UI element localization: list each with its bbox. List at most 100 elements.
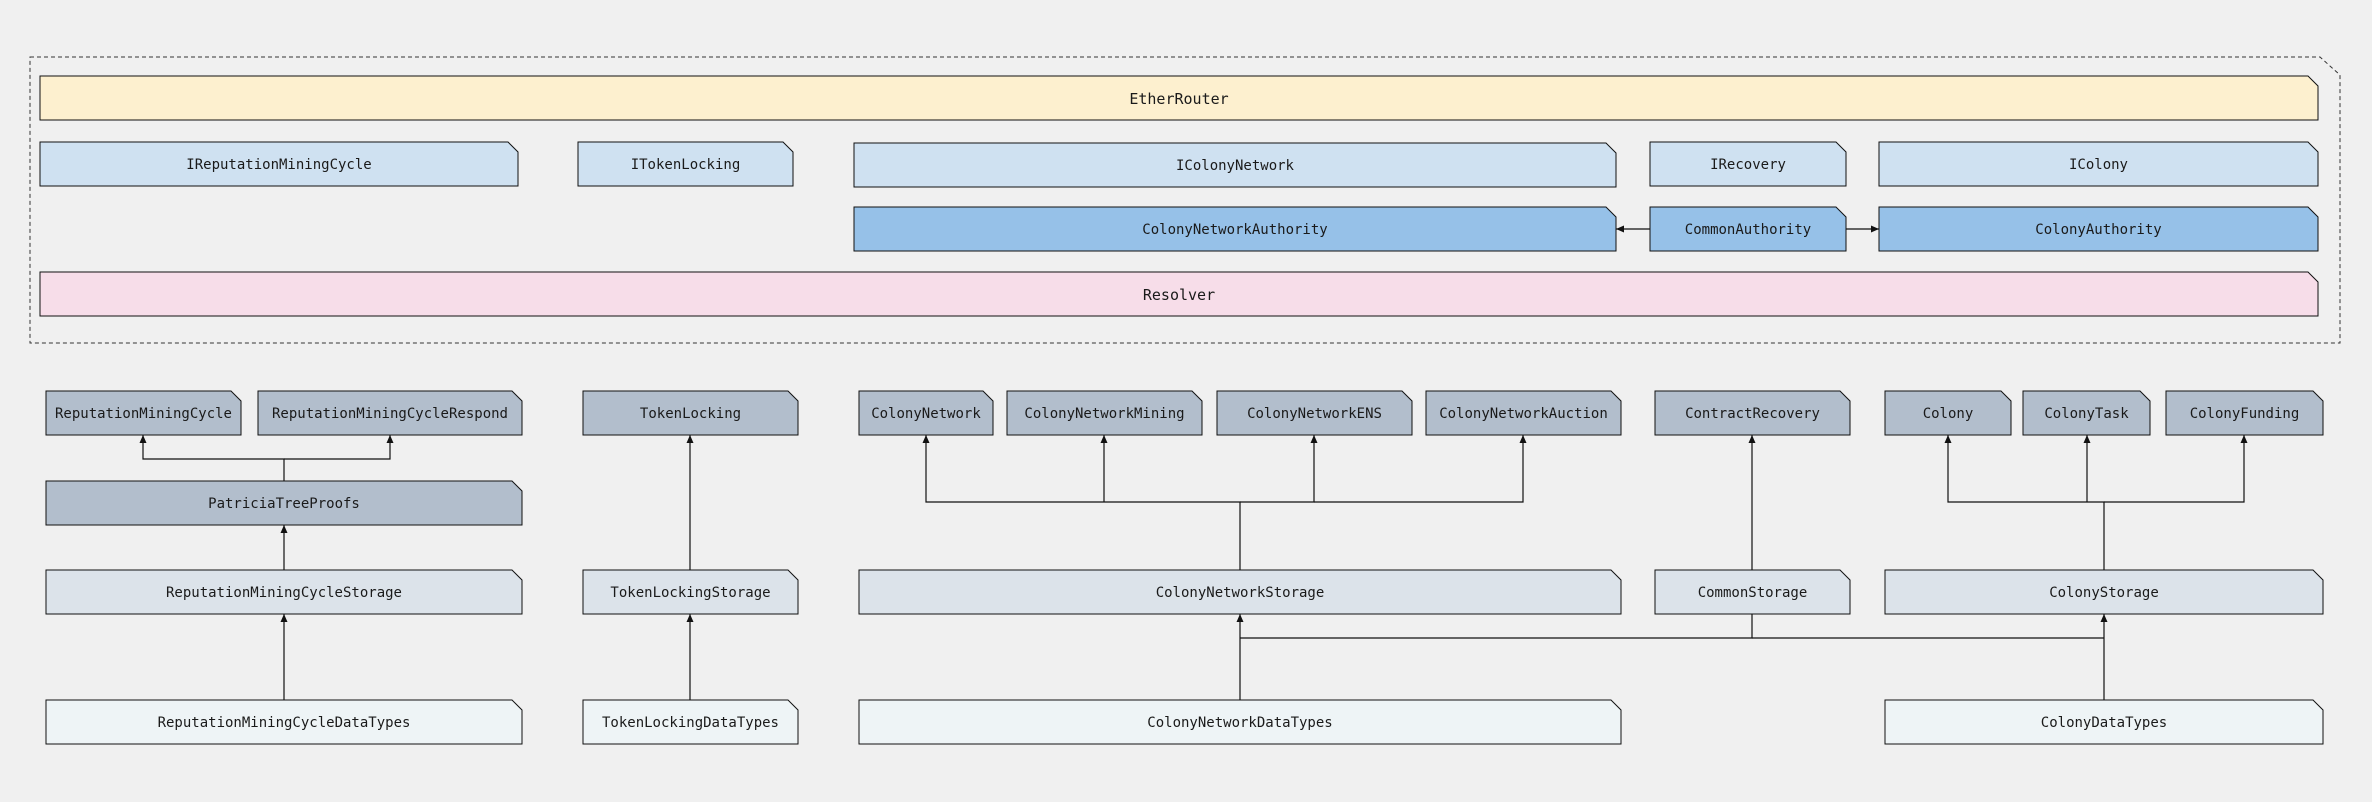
- node-colony-network-authority: ColonyNetworkAuthority: [853, 206, 1617, 252]
- edge-line: [925, 435, 1241, 570]
- node-label: ColonyStorage: [2049, 585, 2159, 601]
- node-label: IReputationMiningCycle: [186, 157, 371, 173]
- node-colony-authority: ColonyAuthority: [1878, 206, 2319, 252]
- arrowhead: [1310, 435, 1318, 443]
- node-label: ColonyFunding: [2190, 406, 2300, 422]
- arrowhead: [1616, 225, 1624, 233]
- node-colony-storage: ColonyStorage: [1884, 569, 2324, 615]
- node-reputation-mining-cycle-storage: ReputationMiningCycleStorage: [45, 569, 523, 615]
- arrowhead: [280, 614, 288, 622]
- node-colony-network-mining: ColonyNetworkMining: [1006, 390, 1203, 436]
- node-label: ColonyAuthority: [2035, 222, 2161, 238]
- node-colony-network-data-types: ColonyNetworkDataTypes: [858, 699, 1622, 745]
- arrowhead: [1100, 435, 1108, 443]
- node-label: IColonyNetwork: [1176, 158, 1295, 174]
- node-shape: [1884, 390, 2012, 436]
- node-colony-funding: ColonyFunding: [2165, 390, 2324, 436]
- node-label: TokenLockingDataTypes: [602, 715, 779, 731]
- node-label: ColonyNetworkMining: [1024, 406, 1184, 422]
- node-shape: [853, 142, 1617, 188]
- node-shape: [45, 569, 523, 615]
- arrowhead: [1236, 614, 1244, 622]
- node-token-locking: TokenLocking: [582, 390, 799, 436]
- node-colony-network-auction: ColonyNetworkAuction: [1425, 390, 1622, 436]
- node-i-recovery: IRecovery: [1649, 141, 1847, 187]
- node-shape: [1884, 569, 2324, 615]
- node-label: ColonyNetwork: [871, 406, 981, 422]
- node-i-reputation-mining-cycle: IReputationMiningCycle: [39, 141, 519, 187]
- router-group-frame: [29, 56, 2341, 344]
- edge-line: [1314, 435, 1524, 503]
- node-shape: [577, 141, 794, 187]
- node-shape: [1884, 699, 2324, 745]
- node-reputation-mining-cycle-respond: ReputationMiningCycleRespond: [257, 390, 523, 436]
- node-resolver: Resolver: [39, 271, 2319, 317]
- arrowhead: [1871, 225, 1879, 233]
- node-shape: [1649, 206, 1847, 252]
- edge-line: [1947, 435, 2105, 570]
- node-label: Resolver: [1143, 286, 1215, 304]
- node-ether-router: EtherRouter: [39, 75, 2319, 121]
- node-colony: Colony: [1884, 390, 2012, 436]
- node-shape: [2022, 390, 2151, 436]
- node-shape: [1878, 141, 2319, 187]
- node-label: ColonyNetworkAuction: [1439, 406, 1608, 422]
- node-label: ContractRecovery: [1685, 406, 1820, 422]
- edge-line: [2104, 435, 2245, 503]
- node-label: TokenLocking: [640, 406, 741, 422]
- node-label: ReputationMiningCycleStorage: [166, 585, 402, 601]
- node-label: ReputationMiningCycle: [55, 406, 232, 422]
- arrowhead: [1519, 435, 1527, 443]
- node-shape: [45, 480, 523, 526]
- node-i-colony-network: IColonyNetwork: [853, 142, 1617, 188]
- node-colony-task: ColonyTask: [2022, 390, 2151, 436]
- node-shape: [582, 569, 799, 615]
- node-label: ColonyNetworkENS: [1247, 406, 1382, 422]
- node-label: ReputationMiningCycleRespond: [272, 406, 508, 422]
- node-label: ReputationMiningCycleDataTypes: [158, 715, 411, 731]
- node-shape: [257, 390, 523, 436]
- node-label: IRecovery: [1710, 157, 1786, 173]
- node-shape: [858, 390, 994, 436]
- edge-line: [1240, 435, 1315, 503]
- node-colony-network: ColonyNetwork: [858, 390, 994, 436]
- arrowhead: [386, 435, 394, 443]
- arrowhead: [922, 435, 930, 443]
- node-shape: [2165, 390, 2324, 436]
- node-label: PatriciaTreeProofs: [208, 496, 360, 512]
- node-label: EtherRouter: [1129, 90, 1228, 108]
- node-label: ColonyDataTypes: [2041, 715, 2167, 731]
- node-label: ColonyNetworkAuthority: [1142, 222, 1327, 238]
- arrowhead: [686, 614, 694, 622]
- node-shape: [853, 206, 1617, 252]
- node-shape: [1649, 141, 1847, 187]
- arrowhead: [2240, 435, 2248, 443]
- node-token-locking-storage: TokenLockingStorage: [582, 569, 799, 615]
- arrowhead: [1944, 435, 1952, 443]
- node-patricia-tree-proofs: PatriciaTreeProofs: [45, 480, 523, 526]
- node-shape: [45, 390, 242, 436]
- arrowhead: [686, 435, 694, 443]
- node-i-token-locking: ITokenLocking: [577, 141, 794, 187]
- node-shape: [1006, 390, 1203, 436]
- node-shape: [39, 271, 2319, 317]
- node-shape: [582, 390, 799, 436]
- edge-line: [1240, 614, 1753, 639]
- node-colony-network-storage: ColonyNetworkStorage: [858, 569, 1622, 615]
- node-shape: [1654, 569, 1851, 615]
- node-shape: [858, 699, 1622, 745]
- node-reputation-mining-cycle-data-types: ReputationMiningCycleDataTypes: [45, 699, 523, 745]
- node-shape: [39, 141, 519, 187]
- node-label: CommonStorage: [1698, 585, 1808, 601]
- arrowhead: [280, 525, 288, 533]
- node-contract-recovery: ContractRecovery: [1654, 390, 1851, 436]
- node-label: Colony: [1923, 406, 1974, 422]
- node-shape: [1878, 206, 2319, 252]
- arrowhead: [2083, 435, 2091, 443]
- node-label: ColonyNetworkDataTypes: [1147, 715, 1332, 731]
- node-colony-data-types: ColonyDataTypes: [1884, 699, 2324, 745]
- node-reputation-mining-cycle: ReputationMiningCycle: [45, 390, 242, 436]
- edge-line: [142, 435, 285, 481]
- node-label: TokenLockingStorage: [610, 585, 770, 601]
